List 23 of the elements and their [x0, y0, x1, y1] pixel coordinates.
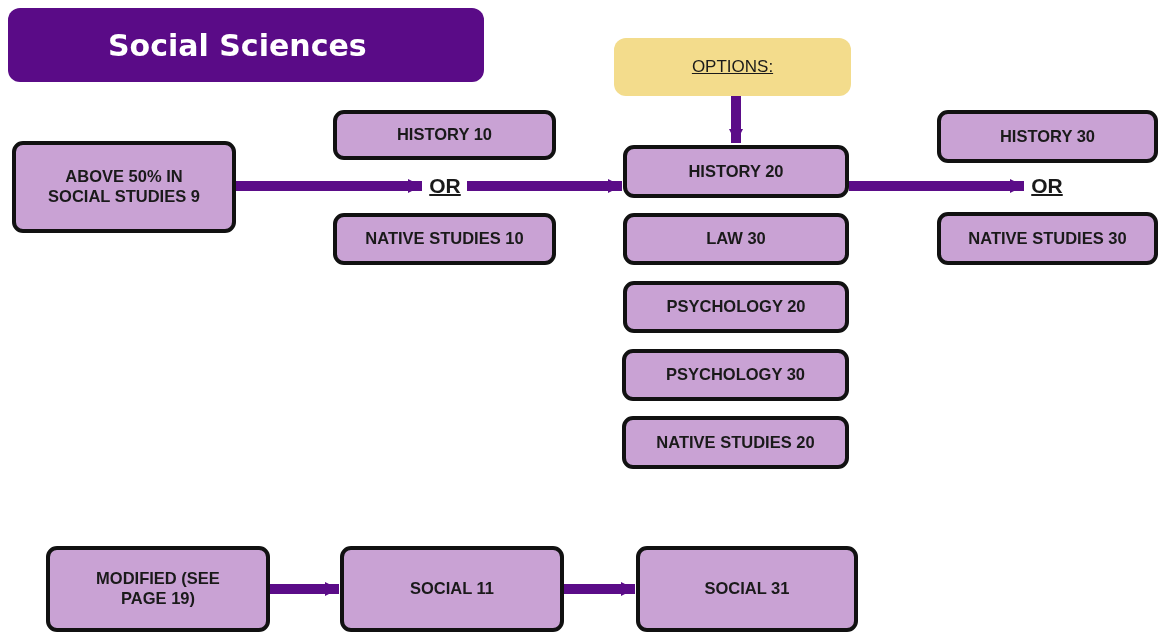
- title-banner: Social Sciences: [8, 8, 484, 82]
- course-box: SOCIAL 31: [636, 546, 858, 632]
- course-box: NATIVE STUDIES 20: [622, 416, 849, 469]
- course-box: SOCIAL 11: [340, 546, 564, 632]
- options-box: OPTIONS:: [614, 38, 851, 96]
- arrow: [564, 582, 635, 596]
- or-text: OR: [1025, 168, 1069, 204]
- course-box: PSYCHOLOGY 20: [623, 281, 849, 333]
- course-box: HISTORY 20: [623, 145, 849, 198]
- course-box: NATIVE STUDIES 10: [333, 213, 556, 265]
- or-text: OR: [423, 168, 467, 204]
- course-box: NATIVE STUDIES 30: [937, 212, 1158, 265]
- course-box: MODIFIED (SEE PAGE 19): [46, 546, 270, 632]
- arrow: [467, 179, 622, 193]
- course-box: HISTORY 10: [333, 110, 556, 160]
- arrow: [270, 582, 339, 596]
- course-box: ABOVE 50% IN SOCIAL STUDIES 9: [12, 141, 236, 233]
- course-box: LAW 30: [623, 213, 849, 265]
- course-box: PSYCHOLOGY 30: [622, 349, 849, 401]
- arrow: [729, 96, 743, 143]
- arrow: [236, 179, 422, 193]
- arrow: [849, 179, 1024, 193]
- course-box: HISTORY 30: [937, 110, 1158, 163]
